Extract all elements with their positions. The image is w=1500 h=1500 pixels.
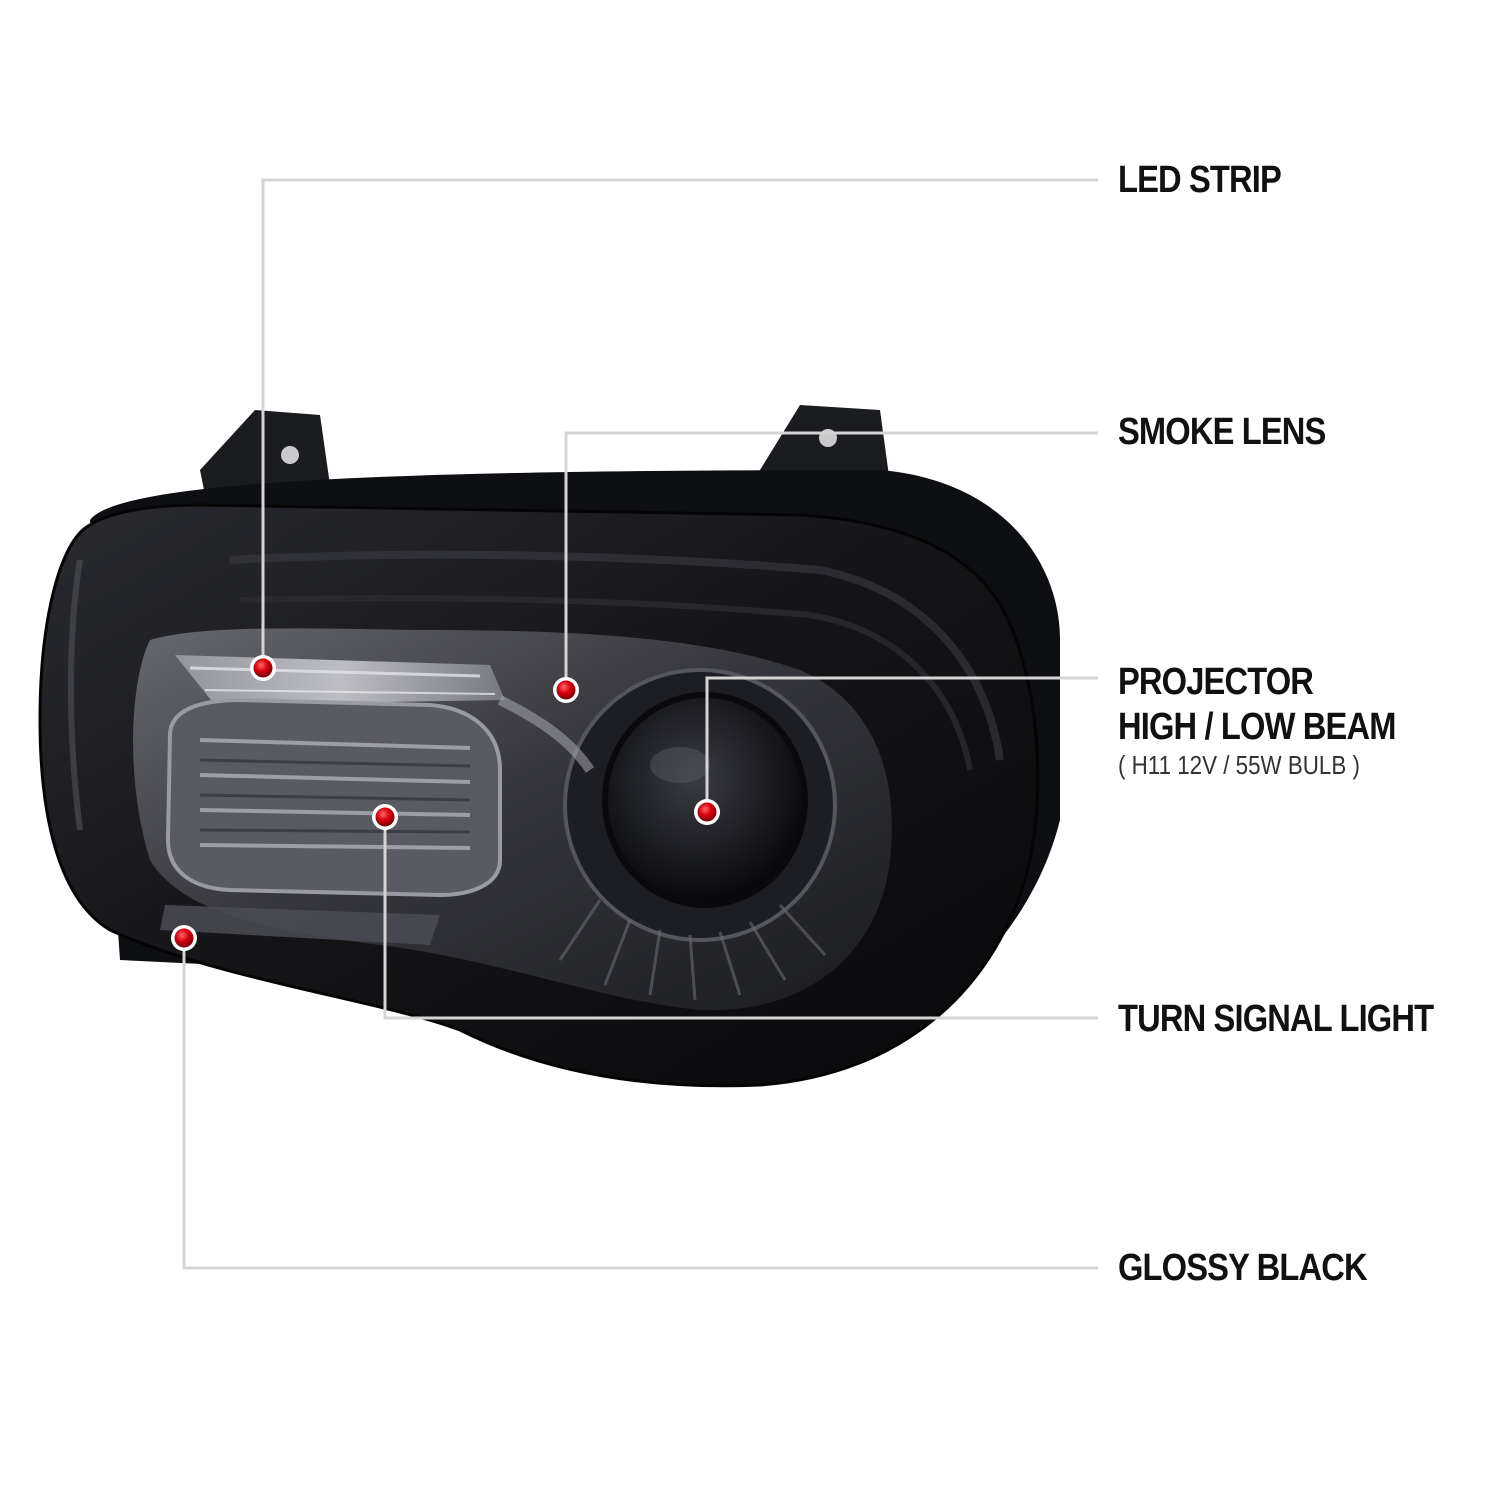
label-projector: PROJECTOR HIGH / LOW BEAM ( H11 12V / 55…	[1118, 661, 1396, 780]
label-projector-bulb: ( H11 12V / 55W BULB )	[1118, 749, 1360, 780]
marker-smoke-lens	[556, 680, 576, 700]
headlight-housing	[38, 405, 1060, 1088]
label-led-strip: LED STRIP	[1118, 159, 1282, 201]
callout-markers	[171, 655, 720, 951]
leader-glossy-black	[182, 938, 1098, 1270]
leader-smoke-lens	[564, 431, 1098, 690]
marker-glossy-black	[174, 928, 194, 948]
mounting-hole-left	[281, 446, 299, 464]
leader-lines	[182, 178, 1098, 1270]
label-glossy-black: GLOSSY BLACK	[1118, 1247, 1368, 1289]
leader-turn-signal	[383, 817, 1098, 1020]
marker-led-strip	[253, 658, 273, 678]
label-smoke-lens: SMOKE LENS	[1118, 411, 1326, 453]
leader-projector	[705, 676, 1098, 812]
label-turn-signal: TURN SIGNAL LIGHT	[1118, 998, 1434, 1040]
leader-led-strip	[261, 178, 1098, 668]
marker-turn-signal	[375, 807, 395, 827]
marker-projector	[697, 802, 717, 822]
